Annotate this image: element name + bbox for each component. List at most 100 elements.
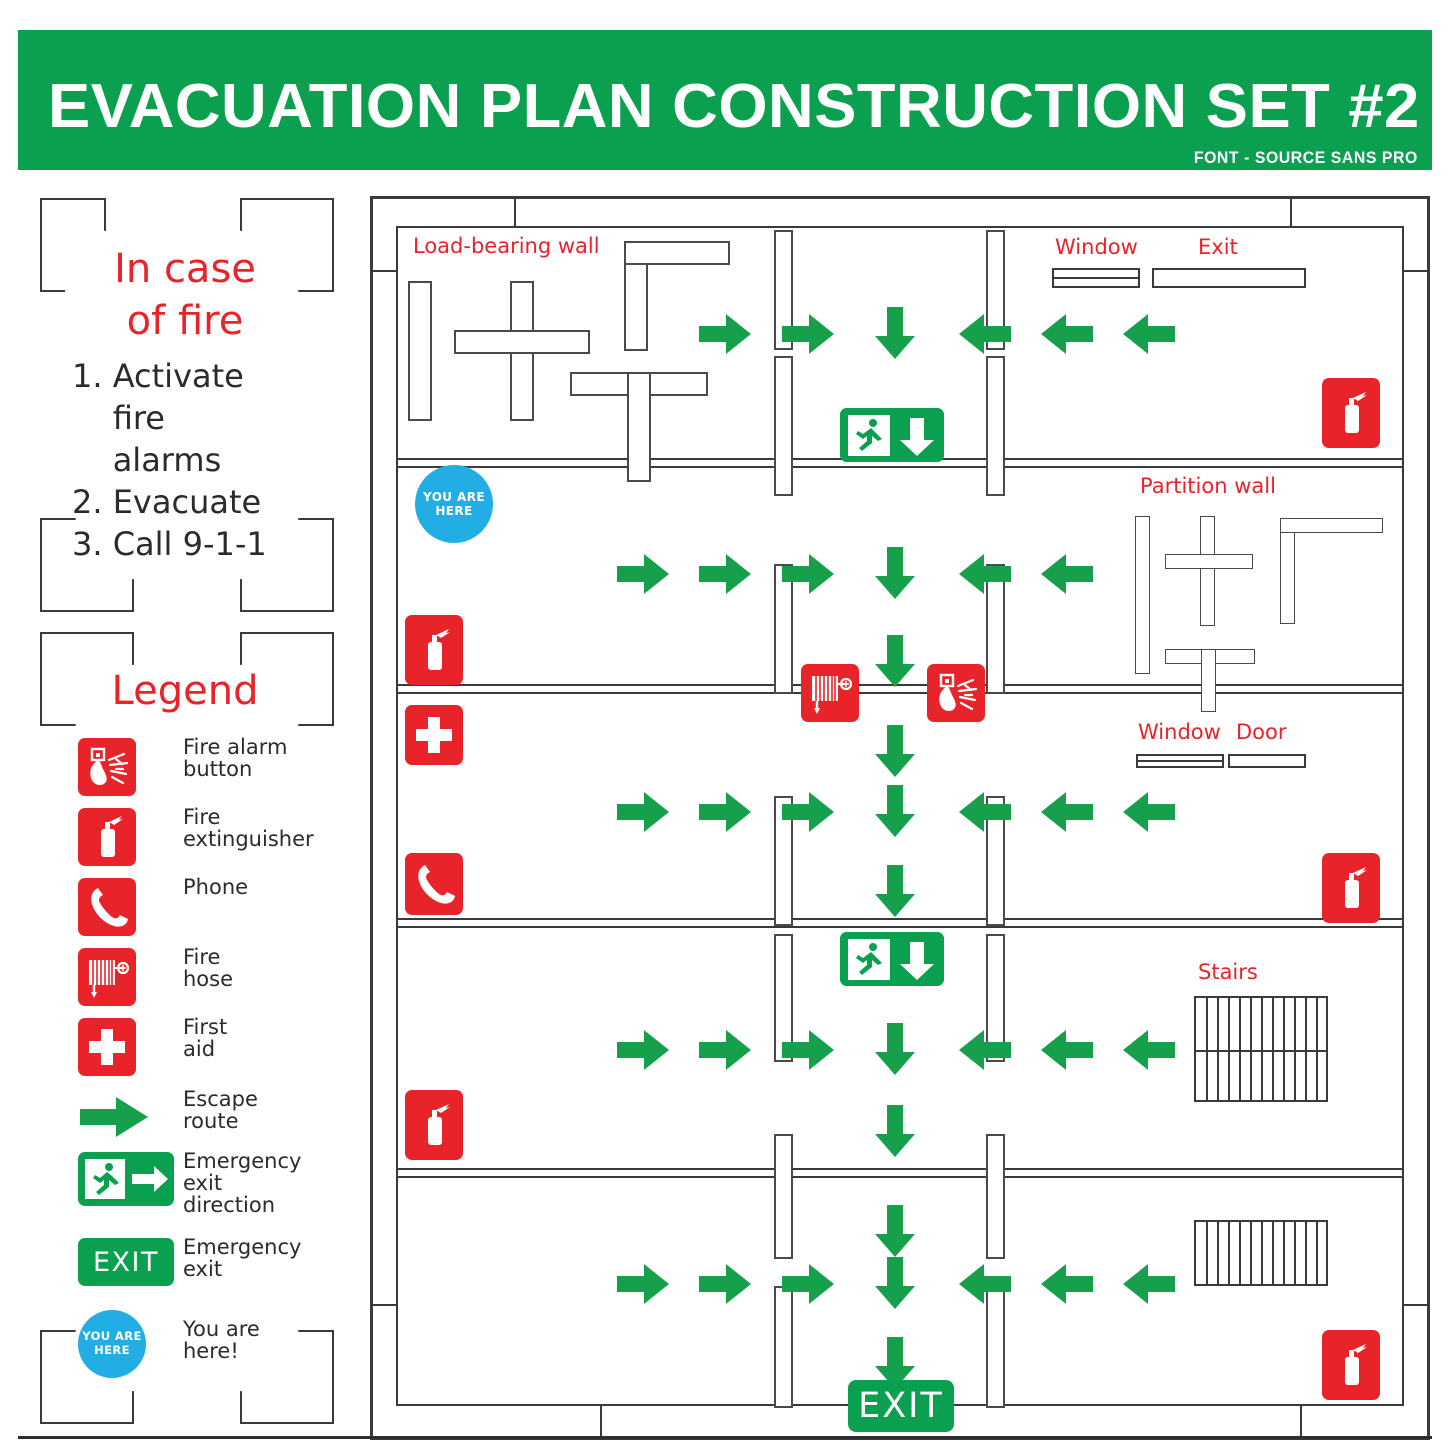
fire-heading-line1: In case	[114, 246, 256, 292]
escape-arrow-left	[958, 790, 1012, 834]
partition-wall-L-h	[1280, 518, 1383, 533]
building-outline-right-inner	[1402, 226, 1404, 1406]
escape-arrow-left	[1040, 1028, 1094, 1072]
escape-arrow-down	[873, 724, 917, 778]
corridor-wall-stub	[774, 230, 793, 350]
legend-item-phone[interactable]: Phone	[78, 876, 358, 938]
escape-arrow-left	[1122, 1262, 1176, 1306]
legend-item-first-aid[interactable]: First aid	[78, 1016, 358, 1078]
emergency-exit-direction-icon	[78, 1152, 174, 1206]
legend-item-escape-route[interactable]: Escape route	[78, 1088, 358, 1150]
legend-label: Emergency exit direction	[183, 1149, 302, 1217]
legend-label: Emergency exit	[183, 1235, 302, 1281]
escape-arrow-left	[1040, 1262, 1094, 1306]
frame-notch-right-upper	[1403, 270, 1429, 272]
emergency-exit-direction-sign[interactable]	[840, 408, 944, 462]
escape-arrow-left	[1040, 312, 1094, 356]
legend-item-fire-alarm-button[interactable]: Fire alarm button	[78, 736, 358, 798]
bottom-rule	[18, 1436, 1432, 1439]
fire-alarm-button-icon	[78, 738, 136, 796]
frame-notch-left-lower	[370, 1304, 397, 1306]
partition-wall-T-joint	[1202, 650, 1215, 663]
fire-extinguisher-icon[interactable]	[405, 1090, 463, 1160]
escape-arrow-right	[781, 790, 835, 834]
corridor-wall-stub	[774, 356, 793, 496]
floor-divider-2a	[396, 684, 1404, 686]
escape-arrow-left	[958, 1262, 1012, 1306]
phone-icon	[78, 878, 136, 936]
escape-arrow-left	[958, 1028, 1012, 1072]
exit-glyph-top	[1152, 268, 1306, 288]
legend-label: Fire alarm button	[183, 735, 288, 781]
escape-arrow-right	[781, 1028, 835, 1072]
corridor-wall-stub	[774, 796, 793, 926]
fire-extinguisher-icon[interactable]	[1322, 1330, 1380, 1400]
label-window-top: Window	[1055, 235, 1138, 259]
first-aid-icon[interactable]	[405, 705, 463, 765]
you-are-here-line2: HERE	[94, 1343, 130, 1357]
fire-step-1-cont2: alarms	[72, 441, 222, 479]
escape-arrow-right	[616, 1028, 670, 1072]
building-outline-right-outer	[1427, 196, 1430, 1440]
header-banner: EVACUATION PLAN CONSTRUCTION SET #2 FONT…	[18, 30, 1432, 170]
escape-arrow-down	[873, 1104, 917, 1158]
label-exit-top: Exit	[1198, 235, 1238, 259]
window-glyph-mid	[1136, 754, 1224, 768]
label-window-mid: Window	[1138, 720, 1221, 744]
you-are-here-icon: YOU ARE HERE	[78, 1310, 146, 1378]
legend-label: Fire extinguisher	[183, 805, 314, 851]
floor-divider-2b	[396, 692, 1404, 694]
legend-item-you-are-here[interactable]: YOU ARE HERE You are here!	[78, 1310, 358, 1378]
fire-extinguisher-icon[interactable]	[1322, 378, 1380, 448]
legend-item-emergency-exit[interactable]: EXIT Emergency exit	[78, 1236, 358, 1298]
corridor-wall-stub	[774, 1134, 793, 1259]
escape-arrow-down	[873, 1022, 917, 1076]
main-exit-button[interactable]: EXIT	[848, 1380, 954, 1432]
label-door-mid: Door	[1236, 720, 1287, 744]
escape-arrow-down	[873, 1204, 917, 1258]
escape-arrow-left	[1122, 1028, 1176, 1072]
header-subtitle: FONT - SOURCE SANS PRO	[1194, 148, 1418, 167]
emergency-exit-direction-sign[interactable]	[840, 932, 944, 986]
frame-notch-top-right	[1290, 196, 1292, 227]
corridor-wall-stub	[986, 934, 1005, 1062]
legend-item-fire-hose[interactable]: Fire hose	[78, 946, 358, 1008]
escape-arrow-right	[698, 1028, 752, 1072]
fire-hose-icon[interactable]	[801, 664, 859, 722]
fire-extinguisher-icon[interactable]	[405, 615, 463, 685]
partition-wall-L-joint	[1281, 519, 1294, 532]
escape-arrow-right	[781, 552, 835, 596]
escape-arrow-down	[873, 784, 917, 838]
legend-label: First aid	[183, 1015, 228, 1061]
legend-item-emergency-exit-direction[interactable]: Emergency exit direction	[78, 1150, 358, 1216]
load-bearing-wall-cross-joint	[512, 332, 532, 352]
floor-divider-4a	[396, 1168, 1404, 1170]
partition-wall-cross-joint	[1201, 555, 1214, 568]
legend-label: Fire hose	[183, 945, 234, 991]
load-bearing-wall-T-joint	[629, 374, 649, 394]
partition-wall-bar	[1135, 516, 1150, 674]
frame-notch-bottom-left	[600, 1405, 602, 1438]
label-partition-wall: Partition wall	[1140, 474, 1276, 498]
phone-icon[interactable]	[405, 853, 463, 915]
escape-arrow-down	[873, 1336, 917, 1390]
legend-label: You are here!	[183, 1317, 260, 1363]
floor-divider-4b	[396, 1176, 1404, 1178]
frame-notch-left-upper	[370, 270, 397, 272]
corridor-wall-stub	[986, 796, 1005, 926]
escape-arrow-right	[781, 312, 835, 356]
legend-item-fire-extinguisher[interactable]: Fire extinguisher	[78, 806, 358, 868]
escape-arrow-down	[873, 634, 917, 688]
escape-arrow-down	[873, 1256, 917, 1310]
floor-divider-3a	[396, 918, 1404, 920]
you-are-here-marker[interactable]: YOU ARE HERE	[415, 465, 493, 543]
frame-notch-right-lower	[1403, 1304, 1429, 1306]
fire-alarm-button-icon[interactable]	[927, 664, 985, 722]
fire-steps-list: 1. Activate fire alarms 2. Evacuate 3. C…	[72, 355, 332, 565]
building-outline-top-inner	[396, 226, 1404, 228]
escape-arrow-right	[616, 552, 670, 596]
fire-extinguisher-icon[interactable]	[1322, 853, 1380, 923]
escape-arrow-left	[1040, 790, 1094, 834]
corridor-wall-stub	[774, 564, 793, 694]
escape-arrow-down	[873, 864, 917, 918]
